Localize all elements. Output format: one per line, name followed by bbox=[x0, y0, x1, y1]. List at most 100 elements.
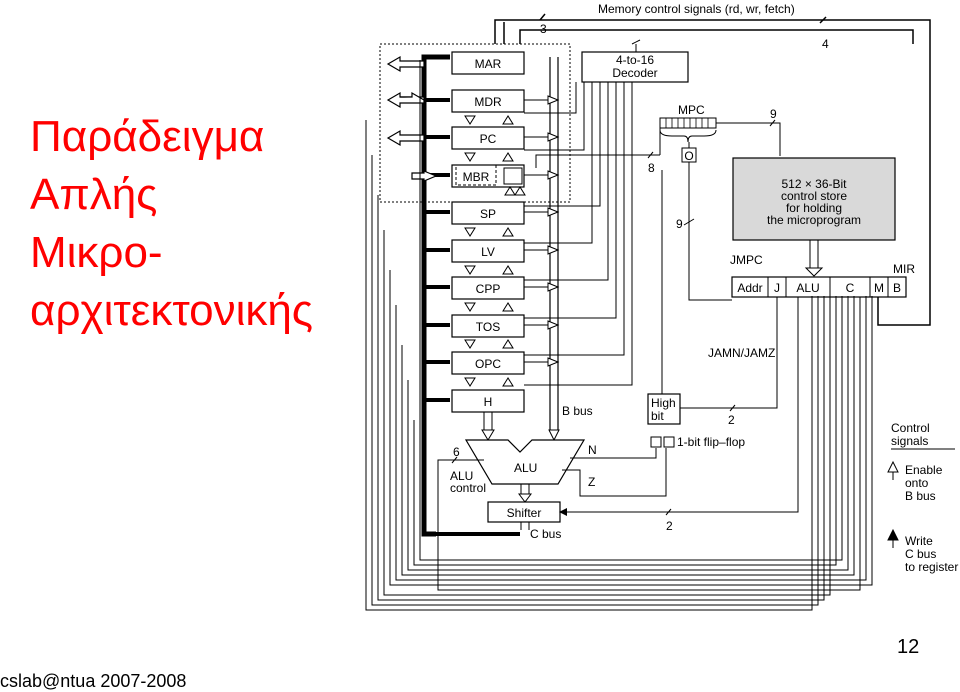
register-h bbox=[451, 389, 525, 413]
o-label: O bbox=[684, 149, 693, 163]
register-tos bbox=[451, 314, 525, 338]
legend-title-line2: signals bbox=[891, 434, 928, 448]
n-flag-label: N bbox=[588, 443, 597, 457]
register-mar bbox=[451, 51, 525, 75]
register-mdr bbox=[451, 89, 525, 113]
control-store-line2: control store bbox=[781, 189, 847, 203]
flipflop-boxes bbox=[650, 436, 675, 448]
memory-interface-arrows bbox=[386, 55, 438, 182]
title-line-2: Απλής bbox=[30, 170, 158, 219]
h-to-alu bbox=[481, 412, 495, 441]
width-mir-top: 4 bbox=[822, 37, 829, 51]
legend-write-line2: C bus bbox=[905, 547, 936, 561]
high-bit-line1: High bbox=[651, 396, 676, 410]
register-control-triangles bbox=[464, 115, 526, 387]
register-label-mbr: MBR bbox=[463, 170, 490, 184]
register-label-lv: LV bbox=[481, 245, 495, 259]
legend-write-line1: Write bbox=[905, 534, 933, 548]
legend-enable-line3: B bus bbox=[905, 489, 936, 503]
c-bus-spine bbox=[421, 54, 450, 537]
mpc-cells bbox=[665, 118, 709, 128]
memory-control-lines bbox=[494, 13, 931, 326]
alu-block bbox=[464, 439, 586, 485]
decoder-outputs bbox=[524, 82, 633, 386]
control-store-block bbox=[732, 157, 896, 241]
width-mpc-in: 9 bbox=[676, 217, 683, 231]
footer-credit: cslab@ntua 2007-2008 bbox=[0, 671, 187, 691]
mir-field-b: B bbox=[893, 281, 901, 295]
register-label-pc: PC bbox=[480, 132, 497, 146]
register-label-sp: SP bbox=[480, 207, 496, 221]
c-field-wires bbox=[365, 60, 873, 611]
z-flag-label: Z bbox=[588, 475, 595, 489]
title-line-3: Μικρο- bbox=[30, 228, 163, 277]
c-bus-taps bbox=[424, 98, 520, 536]
mir-register bbox=[731, 276, 907, 298]
mbr-output-latch bbox=[503, 167, 523, 185]
legend-enable-line1: Enable bbox=[905, 463, 943, 477]
b-bus-taps bbox=[524, 95, 560, 442]
shifter-label: Shifter bbox=[507, 506, 542, 520]
width-addr: 9 bbox=[770, 107, 777, 121]
register-lv bbox=[451, 239, 525, 263]
mir-field-j: J bbox=[774, 281, 780, 295]
register-label-tos: TOS bbox=[476, 320, 500, 334]
mpc-label: MPC bbox=[678, 103, 705, 117]
control-store-line4: the microprogram bbox=[767, 213, 861, 227]
jam-wires bbox=[680, 297, 778, 412]
enable-icon bbox=[887, 460, 899, 480]
register-label-opc: OPC bbox=[475, 357, 501, 371]
flipflop-label: 1-bit flip–flop bbox=[677, 435, 745, 449]
mbr-inner-dashed bbox=[455, 164, 497, 186]
mir-field-c: C bbox=[846, 281, 855, 295]
width-mem: 3 bbox=[540, 22, 547, 36]
legend-title-line1: Control bbox=[891, 421, 930, 435]
alu-control-line2: control bbox=[450, 481, 486, 495]
memory-control-label: Memory control signals (rd, wr, fetch) bbox=[598, 2, 795, 16]
b-bus-label: B bus bbox=[562, 404, 593, 418]
shifter-to-cbus bbox=[520, 522, 530, 530]
alu-control-line1: ALU bbox=[450, 469, 473, 483]
register-label-mdr: MDR bbox=[474, 95, 502, 109]
jamn-jamz-label: JAMN/JAMZ bbox=[708, 346, 775, 360]
register-labels: MAR MDR PC MBR SP LV CPP TOS OPC H bbox=[463, 57, 502, 409]
write-icon bbox=[887, 528, 899, 548]
high-bit-block bbox=[647, 393, 681, 425]
mir-label: MIR bbox=[893, 262, 915, 276]
high-bit-line2: bit bbox=[651, 409, 664, 423]
register-label-cpp: CPP bbox=[476, 282, 501, 296]
register-sp bbox=[451, 201, 525, 225]
decoder-input-lines bbox=[631, 39, 641, 52]
control-store-line3: for holding bbox=[786, 201, 842, 215]
register-opc bbox=[451, 351, 525, 375]
memory-interface-dotted-box bbox=[379, 43, 571, 203]
control-store-line1: 512 × 36-Bit bbox=[781, 177, 847, 191]
width-jam: 2 bbox=[728, 413, 735, 427]
alu-control-wire bbox=[437, 296, 861, 591]
mir-field-alu: ALU bbox=[796, 281, 819, 295]
width-alu: 6 bbox=[453, 445, 460, 459]
b-bus bbox=[549, 57, 559, 432]
shifter-control bbox=[559, 296, 799, 516]
decoder-line2: Decoder bbox=[612, 66, 657, 80]
legend-write-line3: to register bbox=[905, 560, 958, 574]
mir-field-addr: Addr bbox=[737, 281, 762, 295]
slide-title: Παράδειγμα Απλής Μικρο- αρχιτεκτονικής bbox=[30, 108, 370, 340]
jmpc-label: JMPC bbox=[730, 253, 763, 267]
register-boxes bbox=[451, 51, 525, 413]
mir-dividers bbox=[767, 277, 889, 297]
alu-label: ALU bbox=[514, 461, 537, 475]
title-line-4: αρχιτεκτονικής bbox=[30, 286, 314, 335]
title-line-1: Παράδειγμα bbox=[30, 112, 265, 161]
mpc-brace bbox=[659, 129, 717, 143]
mir-field-m: M bbox=[874, 281, 884, 295]
nz-wires bbox=[562, 448, 667, 497]
legend-enable-line2: onto bbox=[905, 476, 929, 490]
c-bus-label: C bus bbox=[530, 527, 561, 541]
decoder-line1: 4-to-16 bbox=[616, 53, 654, 67]
register-label-mar: MAR bbox=[475, 57, 502, 71]
width-dec: 8 bbox=[648, 161, 655, 175]
page-number: 12 bbox=[897, 636, 920, 658]
width-shift: 2 bbox=[666, 519, 673, 533]
